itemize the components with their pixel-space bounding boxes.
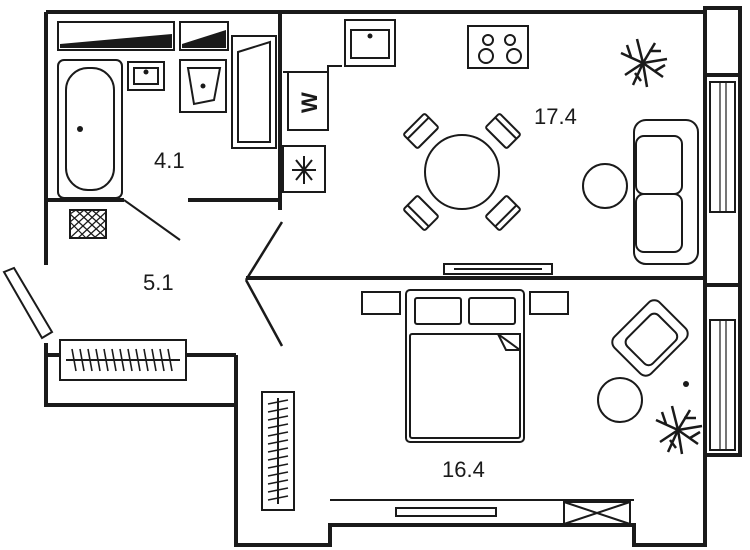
kitchen-counter	[283, 65, 342, 73]
outer-walls	[44, 6, 742, 547]
nightstand-left	[361, 291, 401, 315]
plant-icon-bedroom	[655, 405, 703, 455]
wardrobe-icon	[563, 501, 631, 525]
bathtub-icon	[57, 59, 123, 199]
window-right-upper	[709, 81, 736, 213]
bedroom-area-label: 16.4	[442, 457, 485, 482]
lamp-dot	[683, 381, 689, 387]
bed-icon	[405, 289, 525, 443]
hob-icon	[467, 25, 529, 69]
sink-icon	[127, 61, 165, 91]
doormat-icon	[69, 209, 107, 239]
nightstand-right	[529, 291, 569, 315]
chair-top-right	[485, 113, 521, 149]
bathroom-door	[123, 199, 181, 241]
sofa-icon	[633, 119, 699, 265]
hallway-room: 5.1	[143, 270, 174, 295]
kitchen-living-area-label: 17.4	[534, 104, 577, 129]
shower-icon	[179, 59, 227, 113]
side-table-icon-living	[582, 163, 628, 209]
armchair-icon	[611, 299, 689, 377]
kitchen-living-room: 17.4	[534, 104, 577, 129]
window-top-left-1	[57, 21, 175, 51]
bedroom-room: 16.4	[442, 457, 485, 482]
side-table-icon-bedroom	[597, 377, 643, 423]
window-bottom	[330, 499, 634, 517]
bathroom-room: 4.1	[154, 148, 185, 173]
window-left-bay	[2, 266, 54, 340]
ventilation-shaft	[282, 145, 326, 193]
chair-top-left	[403, 113, 439, 149]
chair-bottom-left	[403, 195, 439, 231]
plant-icon-living	[620, 38, 668, 88]
window-top-left-2	[179, 21, 229, 51]
radiator-icon-hallway	[59, 339, 187, 381]
bathroom-area-label: 4.1	[154, 148, 185, 173]
door-icon-bedroom	[244, 279, 284, 347]
window-right-lower	[709, 319, 736, 451]
bathroom-cabinet	[231, 35, 277, 149]
hallway-area-label: 5.1	[143, 270, 174, 295]
tv-stand-living	[443, 263, 553, 275]
door-icon-living	[244, 221, 284, 281]
kitchen-sink-icon	[344, 19, 396, 67]
radiator-icon-bedroom	[261, 391, 295, 511]
washing-machine-icon: W	[287, 71, 329, 131]
chair-bottom-right	[485, 195, 521, 231]
washer-marker: W	[297, 92, 322, 113]
dining-table-icon	[403, 113, 521, 231]
